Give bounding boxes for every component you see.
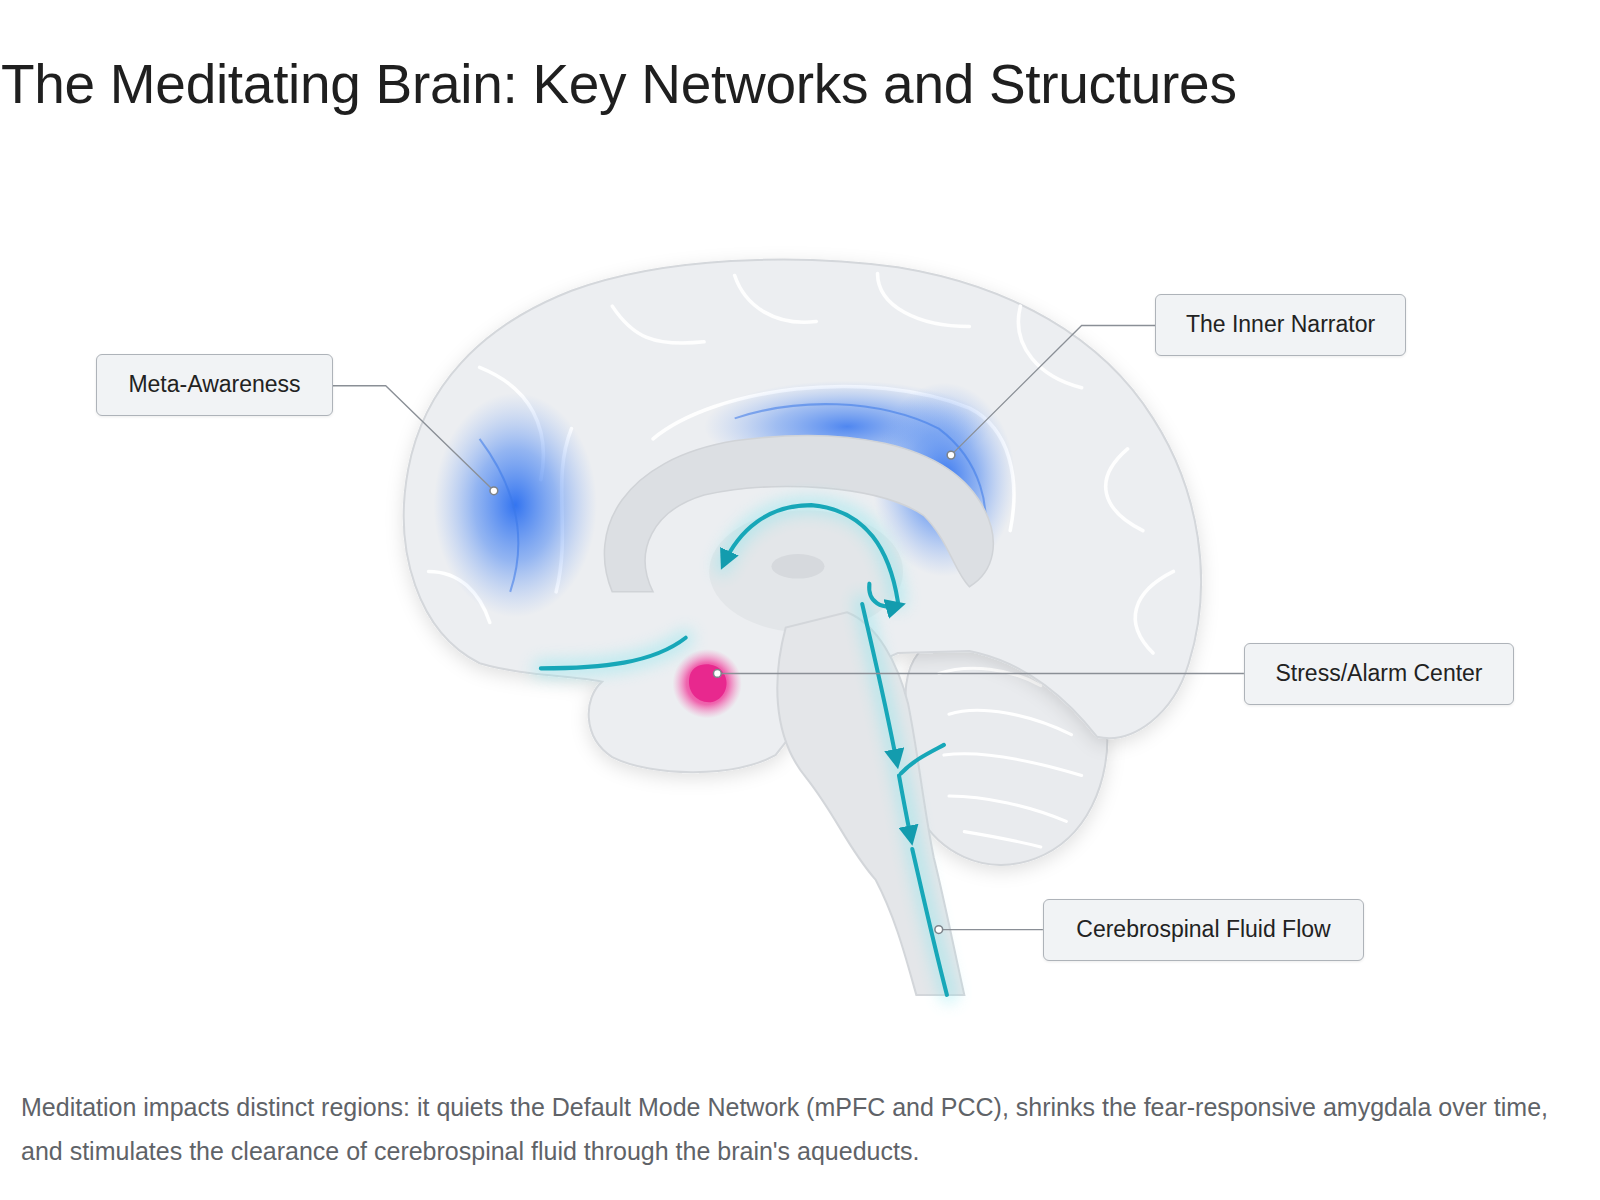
leader-line bbox=[333, 386, 494, 491]
leader-lines bbox=[333, 326, 1244, 930]
callout-box: Meta-Awareness bbox=[96, 354, 333, 416]
amygdala bbox=[689, 664, 727, 702]
figure-caption: Meditation impacts distinct regions: it … bbox=[21, 1085, 1566, 1173]
csf-glow-path bbox=[541, 638, 686, 669]
csf-glow-path bbox=[722, 505, 898, 602]
callout-label: The Inner Narrator bbox=[1186, 311, 1375, 339]
csf-arrow bbox=[899, 776, 911, 840]
thalamus bbox=[771, 554, 824, 578]
csf-line bbox=[541, 638, 686, 669]
csf-line bbox=[901, 745, 944, 774]
callout-box: Stress/Alarm Center bbox=[1244, 643, 1514, 705]
mpfc-glow bbox=[434, 393, 597, 617]
csf-flow bbox=[541, 505, 947, 995]
csf-glow bbox=[541, 505, 949, 995]
diagram-title: The Meditating Brain: Key Networks and S… bbox=[1, 52, 1237, 116]
leader-dot bbox=[713, 670, 721, 678]
sulcus-line bbox=[1135, 571, 1173, 653]
callout-label: Stress/Alarm Center bbox=[1275, 660, 1482, 688]
leader-line bbox=[951, 326, 1155, 456]
callout-box: Cerebrospinal Fluid Flow bbox=[1043, 899, 1364, 961]
folia-line bbox=[944, 754, 1082, 776]
csf-arrow bbox=[862, 604, 897, 763]
sulcus-line bbox=[735, 276, 817, 323]
csf-arrow bbox=[869, 584, 900, 607]
leader-dot bbox=[935, 926, 943, 934]
callout-box: The Inner Narrator bbox=[1155, 294, 1406, 356]
vein-line bbox=[480, 439, 519, 592]
leader-dot bbox=[947, 451, 955, 459]
folia-line bbox=[949, 796, 1066, 822]
csf-line bbox=[912, 849, 947, 995]
gyri-lines bbox=[429, 273, 1174, 653]
sulcus-line bbox=[612, 306, 704, 343]
csf-arrow bbox=[723, 505, 897, 602]
csf-glow-path bbox=[862, 602, 949, 995]
leader-dot bbox=[490, 487, 498, 495]
leader-line bbox=[717, 673, 1244, 674]
sulcus-line bbox=[1018, 306, 1081, 388]
sulcus-line bbox=[1106, 449, 1143, 531]
amygdala-glow bbox=[672, 649, 741, 718]
leader-line bbox=[939, 929, 1043, 930]
folia-line bbox=[964, 832, 1041, 847]
callout-label: Meta-Awareness bbox=[128, 371, 300, 399]
leader-dots bbox=[490, 451, 955, 933]
sulcus-line bbox=[878, 273, 970, 326]
folia-line bbox=[949, 710, 1071, 734]
callout-label: Cerebrospinal Fluid Flow bbox=[1076, 916, 1330, 944]
